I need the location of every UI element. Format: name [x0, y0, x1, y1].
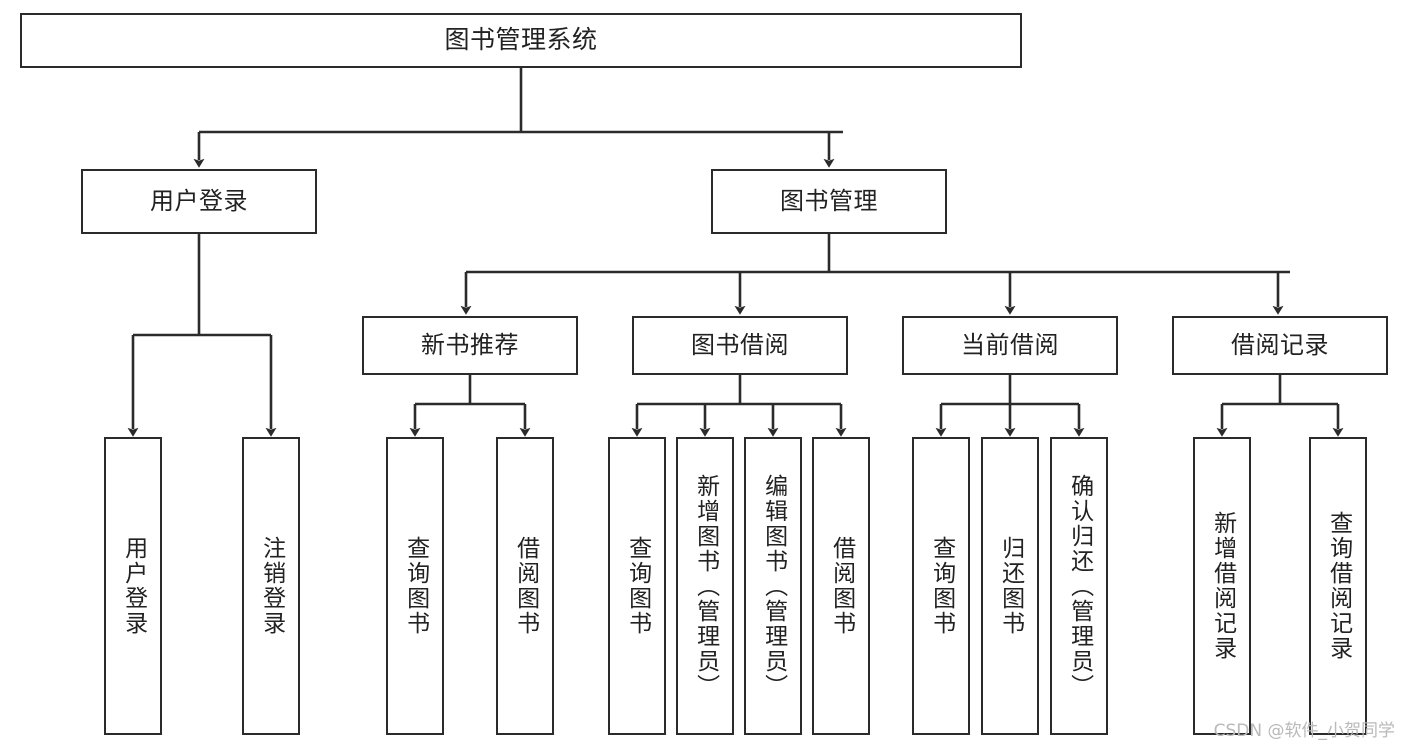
leaf-query-book-1-label: 查询图书 [402, 536, 429, 636]
node-current-borrow[interactable]: 当前借阅 [902, 316, 1118, 375]
leaf-query-book-3[interactable]: 查询图书 [912, 437, 970, 735]
node-new-book-recommend-label: 新书推荐 [421, 330, 519, 359]
leaf-user-login[interactable]: 用户登录 [104, 437, 162, 735]
leaf-add-record-label: 新增借阅记录 [1209, 511, 1236, 661]
node-book-borrow-label: 图书借阅 [691, 330, 789, 359]
leaf-user-login-label: 用户登录 [120, 536, 147, 636]
leaf-edit-book[interactable]: 编辑图书（管理员） [744, 437, 802, 735]
node-user-login-label: 用户登录 [150, 186, 248, 215]
leaf-query-book-2-label: 查询图书 [624, 536, 651, 636]
leaf-borrow-book-2-label: 借阅图书 [828, 536, 855, 636]
node-root-label: 图书管理系统 [444, 25, 598, 55]
node-borrow-record-label: 借阅记录 [1231, 330, 1329, 359]
leaf-query-book-1[interactable]: 查询图书 [386, 437, 444, 735]
node-user-login[interactable]: 用户登录 [81, 169, 317, 234]
leaf-query-book-2[interactable]: 查询图书 [608, 437, 666, 735]
leaf-query-book-3-label: 查询图书 [928, 536, 955, 636]
leaf-query-record[interactable]: 查询借阅记录 [1309, 437, 1367, 735]
node-book-borrow[interactable]: 图书借阅 [632, 316, 848, 375]
leaf-return-book[interactable]: 归还图书 [981, 437, 1039, 735]
leaf-query-record-label: 查询借阅记录 [1325, 511, 1352, 661]
node-current-borrow-label: 当前借阅 [961, 330, 1059, 359]
leaf-confirm-return-label: 确认归还（管理员） [1066, 473, 1093, 699]
leaf-borrow-book-1-label: 借阅图书 [512, 536, 539, 636]
leaf-add-record[interactable]: 新增借阅记录 [1193, 437, 1251, 735]
leaf-edit-book-label: 编辑图书（管理员） [760, 473, 787, 699]
leaf-add-book-label: 新增图书（管理员） [692, 473, 719, 699]
leaf-confirm-return[interactable]: 确认归还（管理员） [1050, 437, 1108, 735]
leaf-return-book-label: 归还图书 [997, 536, 1024, 636]
node-book-manage-label: 图书管理 [780, 186, 878, 215]
leaf-add-book[interactable]: 新增图书（管理员） [676, 437, 734, 735]
leaf-borrow-book-2[interactable]: 借阅图书 [812, 437, 870, 735]
node-book-manage[interactable]: 图书管理 [711, 169, 947, 234]
leaf-logout-login-label: 注销登录 [258, 536, 285, 636]
leaf-logout-login[interactable]: 注销登录 [242, 437, 300, 735]
leaf-borrow-book-1[interactable]: 借阅图书 [496, 437, 554, 735]
node-new-book-recommend[interactable]: 新书推荐 [362, 316, 578, 375]
node-root[interactable]: 图书管理系统 [20, 13, 1022, 68]
watermark-text: CSDN @软件_小贺同学 [1213, 721, 1395, 741]
node-borrow-record[interactable]: 借阅记录 [1172, 316, 1388, 375]
